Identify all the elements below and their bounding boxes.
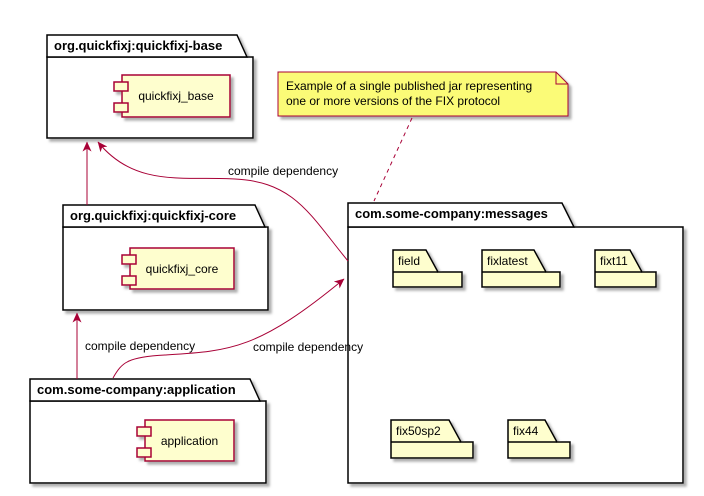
arrow-messages-to-base [97,141,349,262]
component-application [136,419,235,462]
arrow-app-to-messages [112,278,345,379]
note-fold-icon [555,72,568,85]
folder-field [392,249,463,288]
component-ports-icon [113,81,129,113]
component-quickfixj-base [113,74,231,118]
folder-fixt11 [594,249,657,288]
component-ports-icon [121,254,137,286]
note-shape [277,71,569,117]
folder-fix50sp2 [390,419,474,459]
note-anchor-dashed-line [373,117,413,202]
dependency-arrows [72,117,413,379]
folder-fixlatest [481,249,561,288]
folder-fix44 [507,419,571,459]
component-quickfixj-core [121,247,235,290]
component-ports-icon [136,426,152,458]
